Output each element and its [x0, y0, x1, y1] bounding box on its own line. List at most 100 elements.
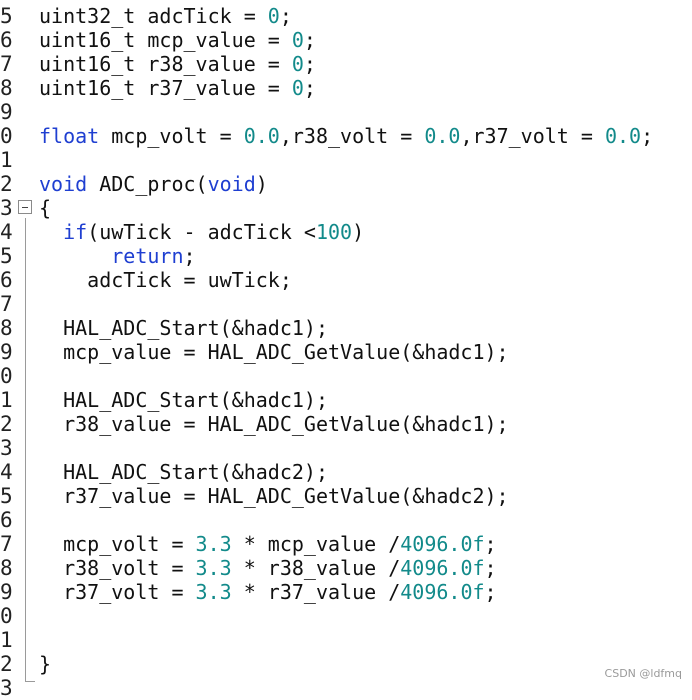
- code-token: HAL_ADC_Start(&hadc1);: [39, 388, 328, 412]
- number-token: 0: [291, 28, 304, 52]
- code-token: ;: [183, 244, 196, 268]
- number-token: 4096.0f: [400, 580, 485, 604]
- line-number: 7: [0, 52, 13, 76]
- number-token: 0: [291, 52, 304, 76]
- code-token: ;: [641, 124, 654, 148]
- code-token: ): [352, 220, 365, 244]
- code-line[interactable]: {: [39, 196, 51, 220]
- number-token: 3.3: [195, 532, 232, 556]
- line-number: 2: [0, 172, 13, 196]
- line-number: 2: [0, 652, 13, 676]
- code-line[interactable]: float mcp_volt = 0.0,r38_volt = 0.0,r37_…: [39, 124, 653, 148]
- number-token: 4096.0f: [400, 532, 485, 556]
- code-token: adcTick = uwTick;: [39, 268, 292, 292]
- number-token: 100: [315, 220, 353, 244]
- code-token: mcp_volt =: [99, 124, 244, 148]
- number-token: 4096.0f: [400, 556, 485, 580]
- code-token: uint16_t mcp_value =: [39, 28, 292, 52]
- code-line[interactable]: }: [39, 652, 51, 676]
- code-line[interactable]: HAL_ADC_Start(&hadc2);: [39, 460, 328, 484]
- line-number: 5: [0, 244, 13, 268]
- code-token: uint32_t adcTick =: [39, 4, 268, 28]
- line-number: 6: [0, 28, 13, 52]
- code-token: ;: [279, 4, 292, 28]
- code-line[interactable]: mcp_value = HAL_ADC_GetValue(&hadc1);: [39, 340, 509, 364]
- line-number: 0: [0, 364, 13, 388]
- watermark-text: CSDN @ldfmq: [604, 667, 682, 680]
- number-token: 3.3: [195, 580, 232, 604]
- line-number: 4: [0, 220, 13, 244]
- line-number: 0: [0, 124, 13, 148]
- number-token: 0: [291, 76, 304, 100]
- code-token: ,r37_volt =: [460, 124, 605, 148]
- code-line[interactable]: HAL_ADC_Start(&hadc1);: [39, 316, 328, 340]
- code-line[interactable]: r37_value = HAL_ADC_GetValue(&hadc2);: [39, 484, 509, 508]
- code-token: uint16_t r37_value =: [39, 76, 292, 100]
- code-line[interactable]: mcp_volt = 3.3 * mcp_value /4096.0f;: [39, 532, 497, 556]
- code-line[interactable]: r38_volt = 3.3 * r38_value /4096.0f;: [39, 556, 497, 580]
- code-token: }: [39, 652, 52, 676]
- code-line[interactable]: r37_volt = 3.3 * r37_value /4096.0f;: [39, 580, 497, 604]
- line-number: 1: [0, 388, 13, 412]
- line-number: 3: [0, 676, 13, 700]
- code-token: ;: [484, 532, 497, 556]
- code-token: HAL_ADC_Start(&hadc1);: [39, 316, 328, 340]
- code-line[interactable]: uint16_t r38_value = 0;: [39, 52, 316, 76]
- keyword-token: void: [207, 172, 256, 196]
- line-number: 7: [0, 532, 13, 556]
- code-text-area[interactable]: uint32_t adcTick = 0;uint16_t mcp_value …: [39, 0, 689, 687]
- code-token: mcp_volt =: [39, 532, 196, 556]
- number-token: 0.0: [243, 124, 280, 148]
- number-token: 0.0: [604, 124, 642, 148]
- line-number: 9: [0, 100, 13, 124]
- code-line[interactable]: uint16_t mcp_value = 0;: [39, 28, 316, 52]
- keyword-token: if: [63, 220, 88, 244]
- code-line[interactable]: void ADC_proc(void): [39, 172, 268, 196]
- line-number: 0: [0, 604, 13, 628]
- code-token: HAL_ADC_Start(&hadc2);: [39, 460, 328, 484]
- keyword-token: return: [111, 244, 184, 268]
- code-token: [39, 220, 63, 244]
- line-number: 2: [0, 412, 13, 436]
- line-number: 5: [0, 4, 13, 28]
- code-line[interactable]: return;: [39, 244, 196, 268]
- line-number: 3: [0, 196, 13, 220]
- code-token: * mcp_value /: [231, 532, 401, 556]
- code-line[interactable]: HAL_ADC_Start(&hadc1);: [39, 388, 328, 412]
- code-token: mcp_value = HAL_ADC_GetValue(&hadc1);: [39, 340, 509, 364]
- code-token: r37_value = HAL_ADC_GetValue(&hadc2);: [39, 484, 509, 508]
- code-token: * r38_value /: [231, 556, 401, 580]
- line-number: 7: [0, 292, 13, 316]
- code-line[interactable]: if(uwTick - adcTick <100): [39, 220, 364, 244]
- code-line[interactable]: adcTick = uwTick;: [39, 268, 292, 292]
- code-token: r38_volt =: [39, 556, 196, 580]
- code-token: ;: [303, 28, 316, 52]
- code-line[interactable]: uint32_t adcTick = 0;: [39, 4, 292, 28]
- code-line[interactable]: uint16_t r37_value = 0;: [39, 76, 316, 100]
- code-token: [39, 244, 111, 268]
- fold-collapse-icon[interactable]: [18, 200, 32, 214]
- code-token: ;: [484, 556, 497, 580]
- code-token: ;: [484, 580, 497, 604]
- code-line[interactable]: r38_value = HAL_ADC_GetValue(&hadc1);: [39, 412, 509, 436]
- number-token: 0.0: [424, 124, 461, 148]
- line-number: 3: [0, 436, 13, 460]
- code-token: ): [255, 172, 268, 196]
- keyword-token: void: [39, 172, 88, 196]
- code-token: uint16_t r38_value =: [39, 52, 292, 76]
- line-number: 8: [0, 76, 13, 100]
- line-number: 1: [0, 148, 13, 172]
- fold-guide-end: [25, 681, 35, 682]
- code-token: * r37_value /: [231, 580, 401, 604]
- number-token: 3.3: [195, 556, 232, 580]
- line-number: 5: [0, 484, 13, 508]
- code-token: (uwTick - adcTick <: [87, 220, 316, 244]
- code-token: ,r38_volt =: [279, 124, 425, 148]
- line-number: 9: [0, 340, 13, 364]
- line-number: 6: [0, 268, 13, 292]
- line-number: 6: [0, 508, 13, 532]
- number-token: 0: [267, 4, 280, 28]
- code-token: {: [39, 196, 52, 220]
